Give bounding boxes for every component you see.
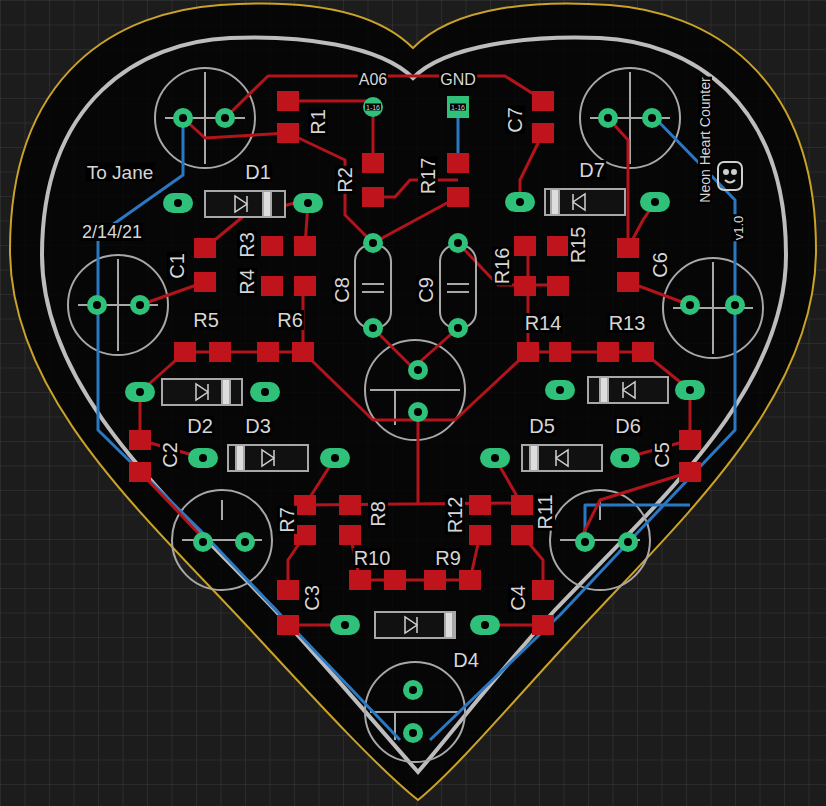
silkscreen-label: R3: [237, 231, 257, 259]
silk-outline: [42, 37, 786, 772]
silkscreen-label: R13: [608, 313, 647, 333]
silkscreen-label: C8: [332, 276, 352, 304]
heart-logo: [718, 162, 742, 190]
pad-holes: [93, 114, 739, 737]
copper-bottom: [98, 107, 735, 740]
silkscreen-label: R1: [308, 108, 328, 136]
silkscreen-label: R12: [445, 496, 465, 535]
silkscreen-label: C7: [505, 106, 525, 134]
silkscreen-label: R6: [276, 310, 304, 330]
silkscreen-label: R5: [192, 310, 220, 330]
silkscreen-label: D1: [244, 162, 272, 182]
silkscreen-label: D5: [528, 416, 556, 436]
neon-tubes: [68, 68, 763, 762]
board-outline: [10, 3, 816, 800]
silkscreen-label: C3: [302, 584, 322, 612]
smd-pads: [129, 91, 701, 635]
silkscreen-label: C2: [160, 441, 180, 469]
silkscreen-label: GND: [439, 72, 477, 88]
silkscreen-label: C4: [508, 584, 528, 612]
silkscreen-label: R9: [434, 548, 462, 568]
silkscreen-label: D2: [186, 416, 214, 436]
silkscreen-label: R8: [368, 500, 388, 528]
silkscreen-label: R10: [353, 548, 392, 568]
silkscreen-label: D6: [614, 416, 642, 436]
silkscreen-label: D3: [244, 416, 272, 436]
silkscreen-label: R16: [492, 247, 512, 286]
silkscreen-label: R14: [524, 313, 563, 333]
diode-symbols: [196, 194, 635, 633]
silkscreen-label: Neon Heart Counter: [698, 76, 712, 203]
silkscreen-label: C6: [650, 251, 670, 279]
copper-top: [140, 76, 690, 625]
silkscreen-label: C1: [167, 252, 187, 280]
silkscreen-label: A06: [358, 72, 388, 88]
silkscreen-label: C5: [652, 441, 672, 469]
silkscreen-label: R2: [335, 166, 355, 194]
silkscreen-label: D7: [578, 160, 606, 180]
silkscreen-label: v1.0: [732, 215, 745, 242]
silkscreen-label: To Jane: [86, 163, 155, 182]
silkscreen-label: R15: [568, 226, 588, 265]
silkscreen-label: 1-16: [450, 104, 466, 111]
silkscreen-label: R17: [418, 157, 438, 196]
silkscreen-label: 1-16: [365, 104, 381, 111]
th-pads: [87, 96, 745, 743]
capacitor-bodies: [355, 245, 476, 328]
diode-bodies: [162, 189, 668, 638]
silkscreen-label: R11: [535, 493, 555, 530]
silkscreen-label: R4: [237, 268, 257, 296]
silkscreen-label: C9: [416, 276, 436, 304]
silkscreen-label: D4: [452, 650, 480, 670]
silkscreen-label: R7: [277, 506, 297, 534]
silkscreen-label: 2/14/21: [81, 223, 143, 241]
